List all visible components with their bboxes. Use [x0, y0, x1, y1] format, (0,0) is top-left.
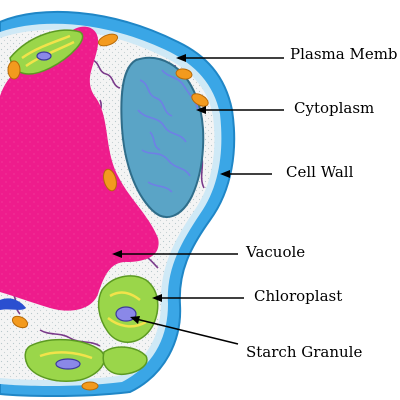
- starch-granule-bottom: [55, 358, 81, 370]
- arrow-starch-granule: [131, 317, 239, 345]
- mitochondria: [7, 33, 209, 391]
- plasma-membrane-label: Plasma Memb: [290, 45, 398, 63]
- chloroplast-bottom-right: [102, 346, 148, 376]
- cytoplasm-label: Cytoplasm: [294, 99, 375, 117]
- label-arrows: [114, 57, 284, 345]
- blue-organelle: [0, 298, 26, 310]
- vacuole-shape: [0, 26, 159, 311]
- vacuole-label: Vacuole: [246, 243, 306, 261]
- chloroplast-label: Chloroplast: [254, 287, 343, 305]
- arrow-heads: [112, 54, 230, 324]
- cell-wall-label: Cell Wall: [286, 163, 354, 181]
- starch-granule-topleft: [36, 51, 52, 61]
- starch-granule-label: Starch Granule: [246, 343, 363, 361]
